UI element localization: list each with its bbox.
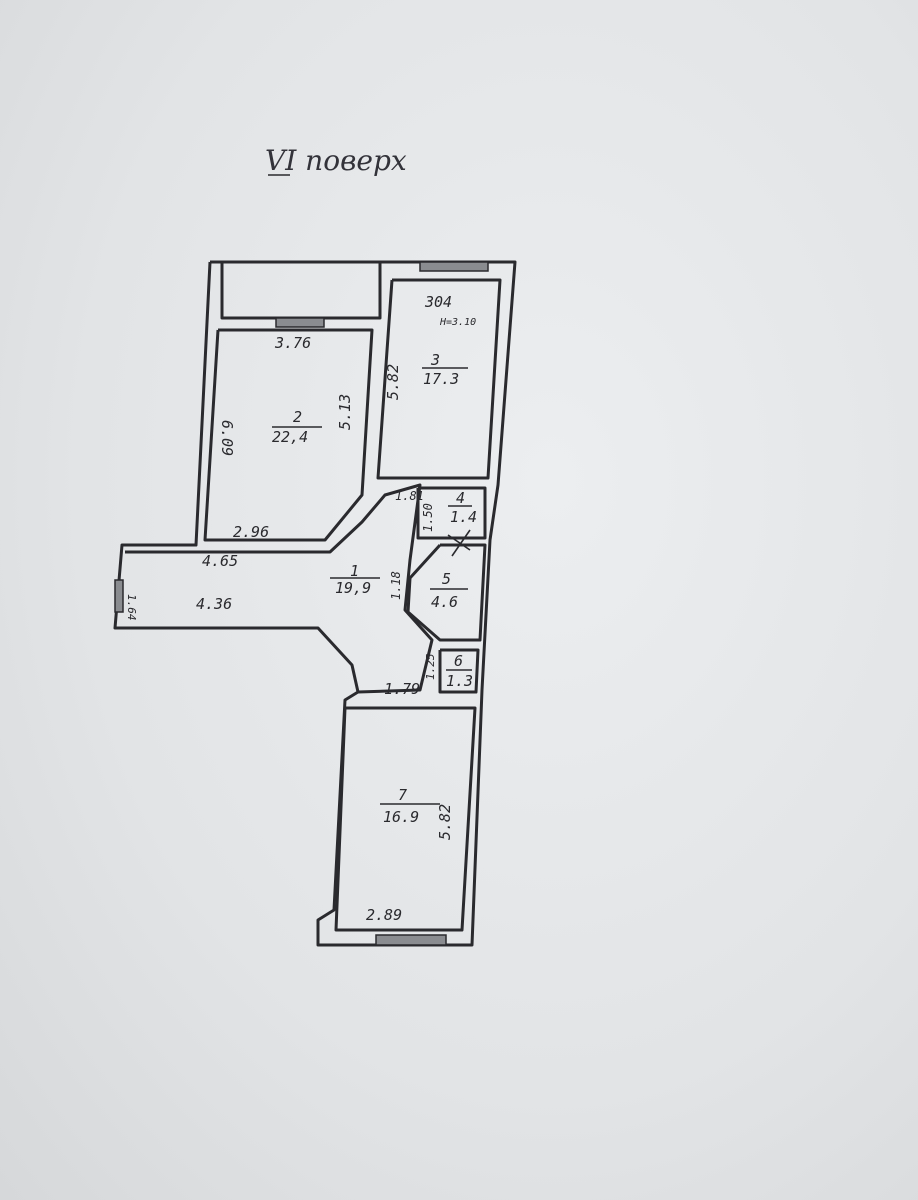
window [275, 317, 325, 328]
room-5: 5 4.6 [430, 570, 468, 611]
room-7: 7 16.9 [380, 786, 440, 826]
room-6: 6 1.3 [446, 652, 473, 690]
svg-text:1: 1 [350, 562, 359, 580]
svg-text:1.3: 1.3 [446, 672, 473, 690]
svg-text:3.76: 3.76 [274, 334, 311, 352]
svg-text:5.13: 5.13 [336, 394, 354, 430]
svg-text:1.50: 1.50 [421, 503, 435, 532]
room-2: 2 22,4 [272, 408, 322, 446]
svg-text:22,4: 22,4 [272, 428, 308, 446]
svg-text:6.09: 6.09 [218, 420, 236, 456]
svg-text:1.25: 1.25 [424, 654, 437, 681]
svg-text:1.4: 1.4 [450, 508, 477, 526]
svg-text:H=3.10: H=3.10 [439, 317, 476, 328]
cross-mark [451, 529, 471, 557]
svg-text:4: 4 [456, 489, 465, 507]
svg-text:2.89: 2.89 [366, 906, 402, 924]
svg-text:6: 6 [454, 652, 463, 670]
walls [113, 260, 517, 947]
window [114, 579, 124, 613]
svg-text:1.64: 1.64 [125, 594, 138, 621]
svg-text:1.18: 1.18 [389, 571, 403, 600]
svg-text:4.6: 4.6 [431, 593, 458, 611]
dimensions: 3.76 6.09 5.13 2.96 5.82 1.81 1.50 4.65 … [125, 334, 454, 924]
cross-mark [447, 534, 471, 551]
svg-text:304: 304 [424, 293, 452, 311]
room-1: 1 19,9 [330, 562, 380, 597]
svg-text:5: 5 [442, 570, 451, 588]
window [419, 261, 489, 272]
svg-text:1.81: 1.81 [395, 489, 424, 503]
room-4: 4 1.4 [448, 489, 477, 526]
svg-text:4.65: 4.65 [202, 552, 238, 570]
svg-text:4.36: 4.36 [196, 595, 232, 613]
svg-text:5.82: 5.82 [436, 804, 454, 840]
svg-text:19,9: 19,9 [335, 579, 371, 597]
svg-text:3: 3 [430, 351, 440, 369]
svg-text:7: 7 [398, 786, 407, 804]
svg-text:17.3: 17.3 [423, 370, 459, 388]
svg-text:5.82: 5.82 [384, 364, 402, 400]
room-3: 304 H=3.10 3 17.3 [422, 293, 476, 388]
svg-text:2.96: 2.96 [233, 523, 269, 541]
window [375, 934, 447, 946]
floor-title: VI поверх [265, 144, 407, 177]
svg-text:2: 2 [293, 408, 302, 426]
svg-text:16.9: 16.9 [383, 808, 419, 826]
svg-text:1.79: 1.79 [384, 680, 420, 698]
